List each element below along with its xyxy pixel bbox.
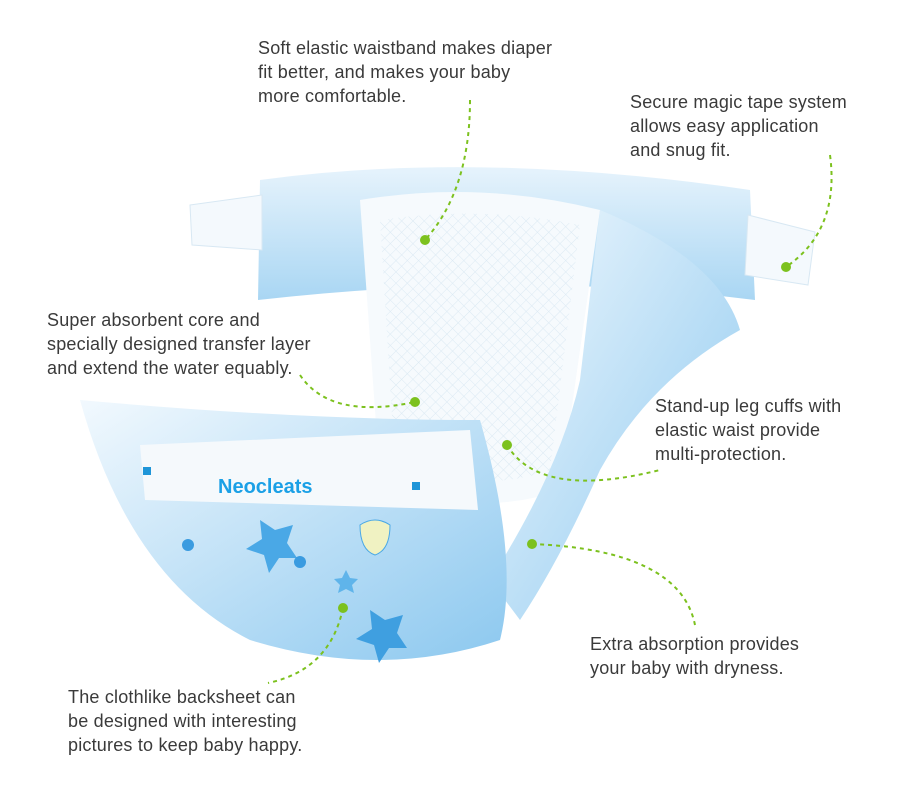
callout-line: more comfortable. xyxy=(258,86,407,106)
callout-core: Super absorbent core and specially desig… xyxy=(47,308,311,380)
callout-line: Stand-up leg cuffs with xyxy=(655,396,842,416)
callout-line: Super absorbent core and xyxy=(47,310,260,330)
callout-line: Extra absorption provides xyxy=(590,634,800,654)
leader-lines xyxy=(267,99,833,684)
callout-absorption: Extra absorption provides your baby with… xyxy=(590,632,799,680)
callout-line: your baby with dryness. xyxy=(590,658,784,678)
callout-cuffs: Stand-up leg cuffs with elastic waist pr… xyxy=(655,394,841,466)
right-tape xyxy=(744,214,816,286)
brand-logo: Neocleats xyxy=(218,476,313,498)
callout-waistband: Soft elastic waistband makes diaper fit … xyxy=(258,36,552,108)
callout-line: fit better, and makes your baby xyxy=(258,62,511,82)
callout-backsheet: The clothlike backsheet can be designed … xyxy=(68,685,302,757)
callout-line: allows easy application xyxy=(630,116,819,136)
callout-line: and extend the water equably. xyxy=(47,358,293,378)
callout-tape: Secure magic tape system allows easy app… xyxy=(630,90,847,162)
front-tape-zone xyxy=(140,430,478,510)
leg-cuff xyxy=(490,210,740,620)
callout-line: Secure magic tape system xyxy=(630,92,847,112)
callout-dots xyxy=(338,235,791,613)
left-tape xyxy=(189,194,263,251)
callout-line: Soft elastic waistband makes diaper xyxy=(258,38,553,58)
callout-line: be designed with interesting xyxy=(68,711,297,731)
callout-line: multi-protection. xyxy=(655,444,787,464)
callout-line: and snug fit. xyxy=(630,140,731,160)
callout-line: specially designed transfer layer xyxy=(47,334,311,354)
callout-line: The clothlike backsheet can xyxy=(68,687,296,707)
callout-line: pictures to keep baby happy. xyxy=(68,735,303,755)
callout-line: elastic waist provide xyxy=(655,420,821,440)
